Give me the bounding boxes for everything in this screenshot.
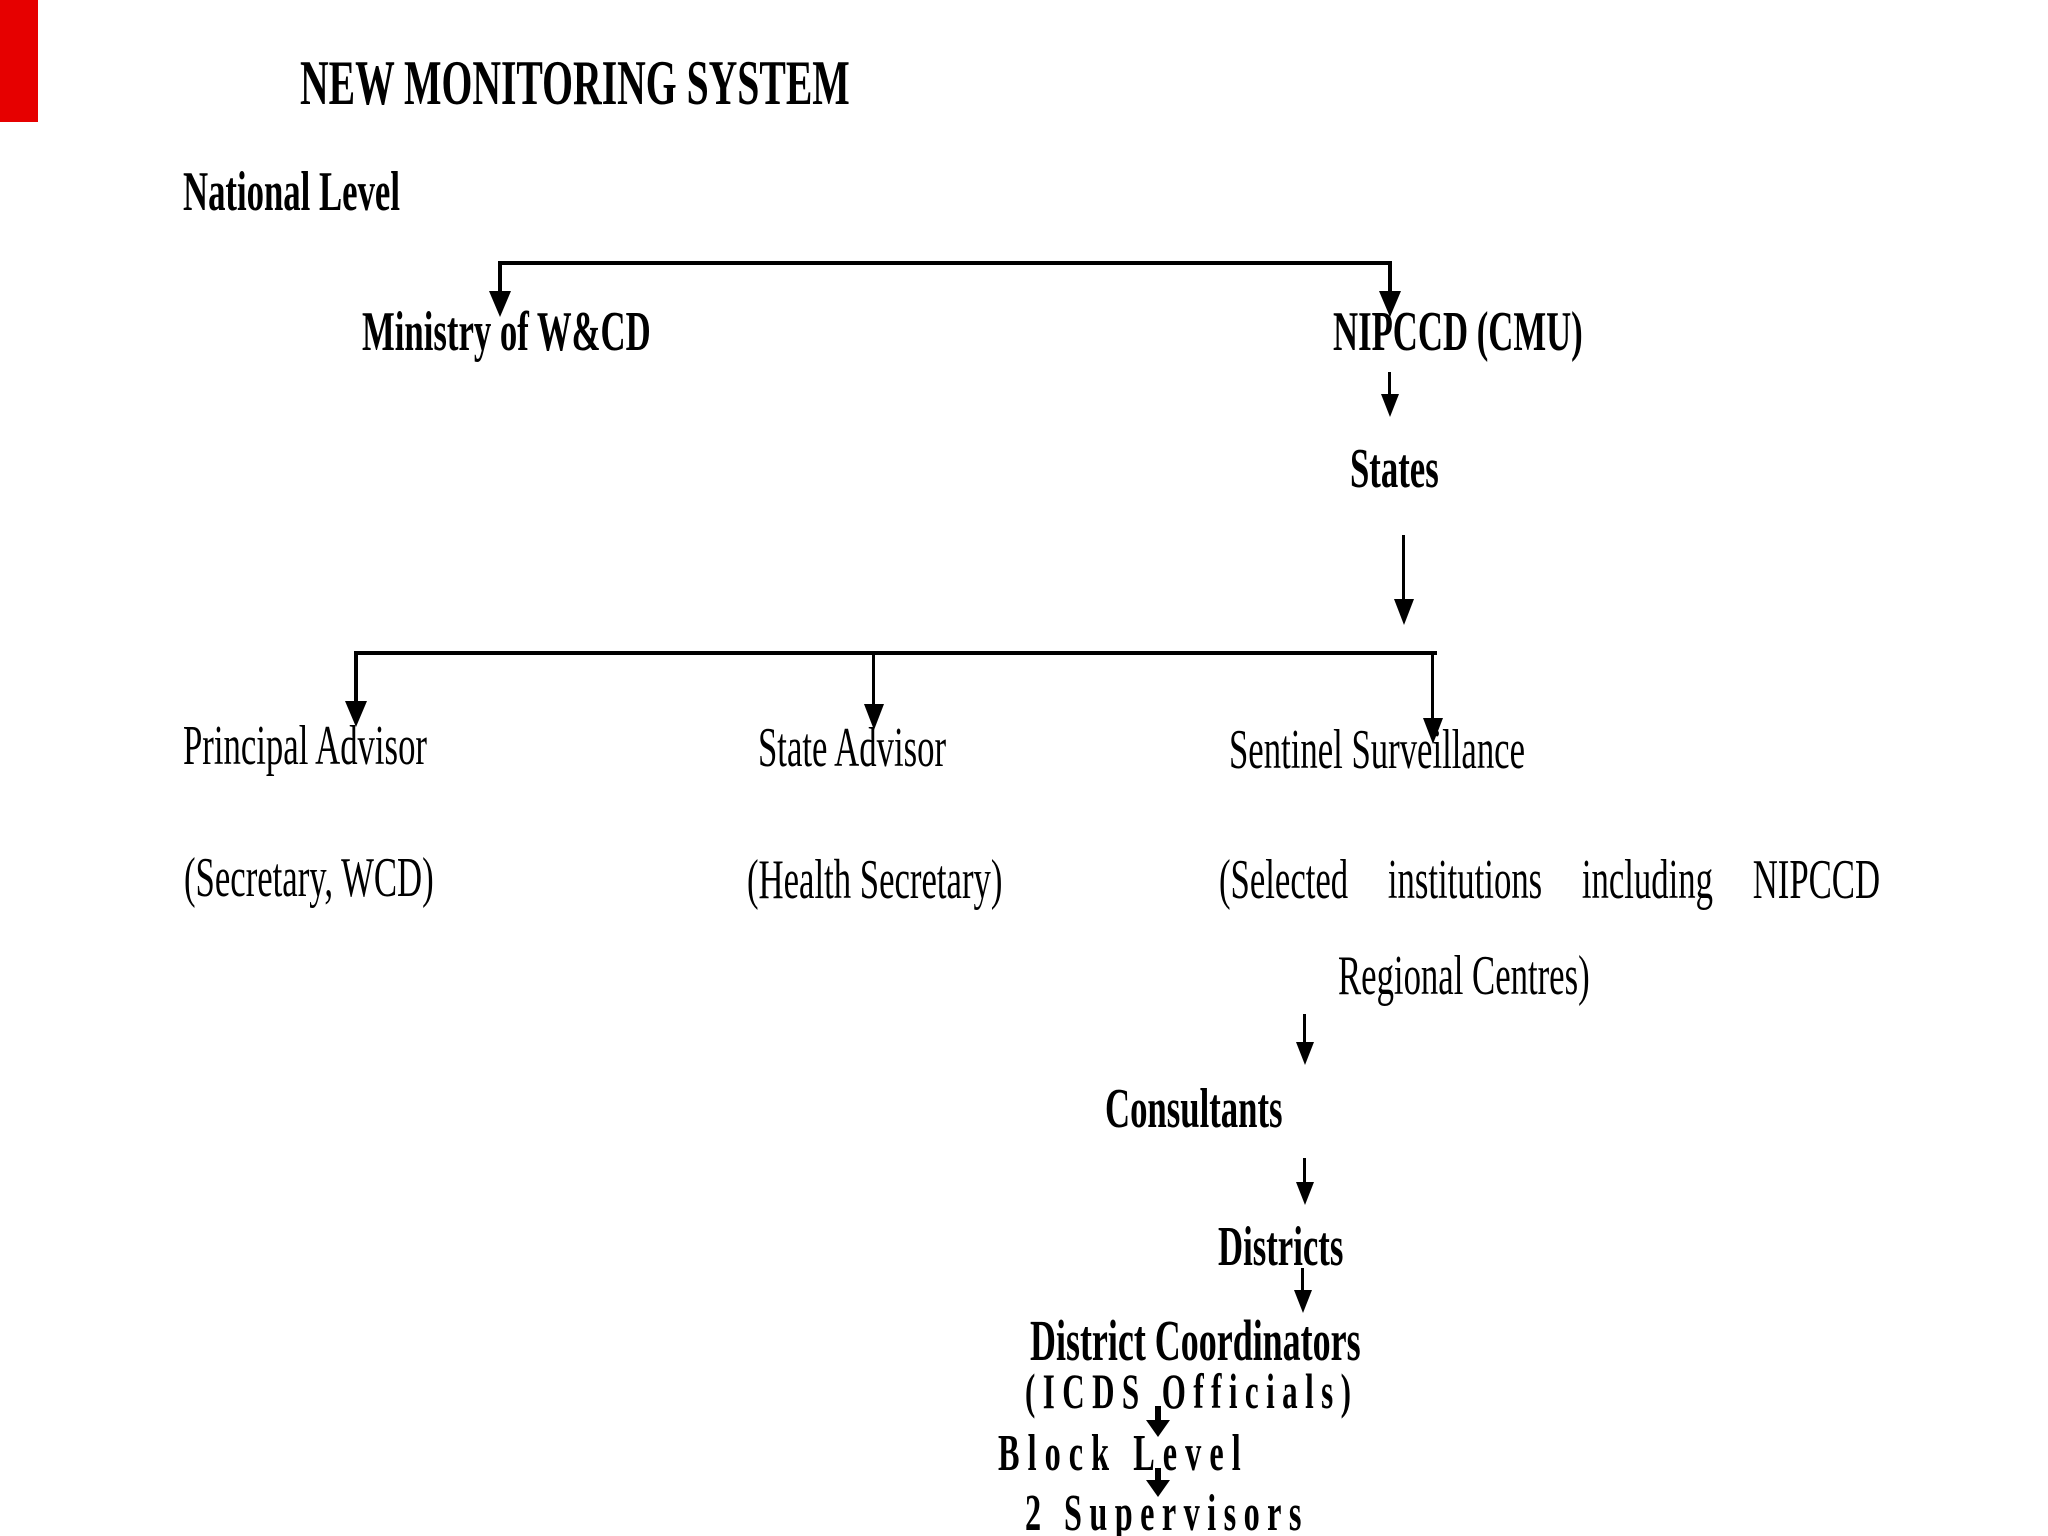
node-nipccd: NIPCCD (CMU) — [1333, 301, 1583, 363]
page-title: NEW MONITORING SYSTEM — [300, 47, 850, 118]
arrow-down-consultants-icon — [1296, 1042, 1314, 1065]
arrow-down-branch-icon — [1394, 599, 1414, 625]
node-states: States — [1350, 438, 1439, 500]
arrow-down-sentinel-icon — [1423, 718, 1443, 744]
arrow-dc-block-shaft — [1155, 1406, 1161, 1422]
arrow-down-district-coordinators-icon — [1294, 1290, 1312, 1313]
arrow-down-block-level-icon — [1146, 1420, 1170, 1437]
sub-icds-officials: (ICDS Officials) — [1025, 1363, 1359, 1419]
sub-selected-institutions-line1: (Selected institutions including NIPCCD — [1219, 849, 1881, 911]
connector-top-left-vline — [498, 261, 502, 293]
arrow-down-states-icon — [1381, 394, 1399, 417]
arrow-down-ministry-icon — [489, 291, 511, 317]
sub-selected-institutions-line2: Regional Centres) — [1338, 945, 1590, 1007]
sub-health-secretary: (Health Secretary) — [747, 849, 1003, 911]
node-state-advisor: State Advisor — [758, 717, 947, 779]
node-ministry: Ministry of W&CD — [362, 301, 651, 363]
node-principal-advisor: Principal Advisor — [183, 715, 427, 777]
national-level-label: National Level — [183, 161, 400, 223]
arrow-down-districts-icon — [1296, 1182, 1314, 1205]
connector-top-hline — [498, 261, 1392, 265]
arrow-down-supervisors-icon — [1146, 1480, 1170, 1497]
node-district-coordinators: District Coordinators — [1030, 1308, 1361, 1373]
arrow-block-supervisors-shaft — [1155, 1468, 1161, 1482]
arrow-down-state-advisor-icon — [864, 704, 884, 730]
red-corner-mark — [0, 0, 38, 122]
arrow-districts-dc-shaft — [1301, 1268, 1304, 1292]
node-sentinel-surveillance: Sentinel Surveillance — [1229, 719, 1526, 781]
node-supervisors: 2 Supervisors — [1025, 1485, 1309, 1536]
branch-left-vline — [354, 651, 358, 703]
arrow-regional-consultants-shaft — [1303, 1014, 1306, 1044]
arrow-down-principal-advisor-icon — [345, 701, 367, 727]
connector-branch-hline — [354, 651, 1437, 655]
branch-right-vline — [1431, 651, 1434, 720]
arrow-states-branch-shaft — [1402, 535, 1405, 601]
branch-mid-vline — [872, 651, 875, 706]
arrow-down-nipccd-icon — [1379, 291, 1401, 317]
node-block-level: Block Level — [998, 1425, 1249, 1482]
connector-top-right-vline — [1388, 261, 1392, 293]
sub-secretary-wcd: (Secretary, WCD) — [184, 847, 434, 909]
arrow-nipccd-states-shaft — [1388, 372, 1391, 396]
node-consultants: Consultants — [1105, 1078, 1283, 1140]
node-districts: Districts — [1218, 1216, 1344, 1278]
arrow-consultants-districts-shaft — [1303, 1158, 1306, 1184]
